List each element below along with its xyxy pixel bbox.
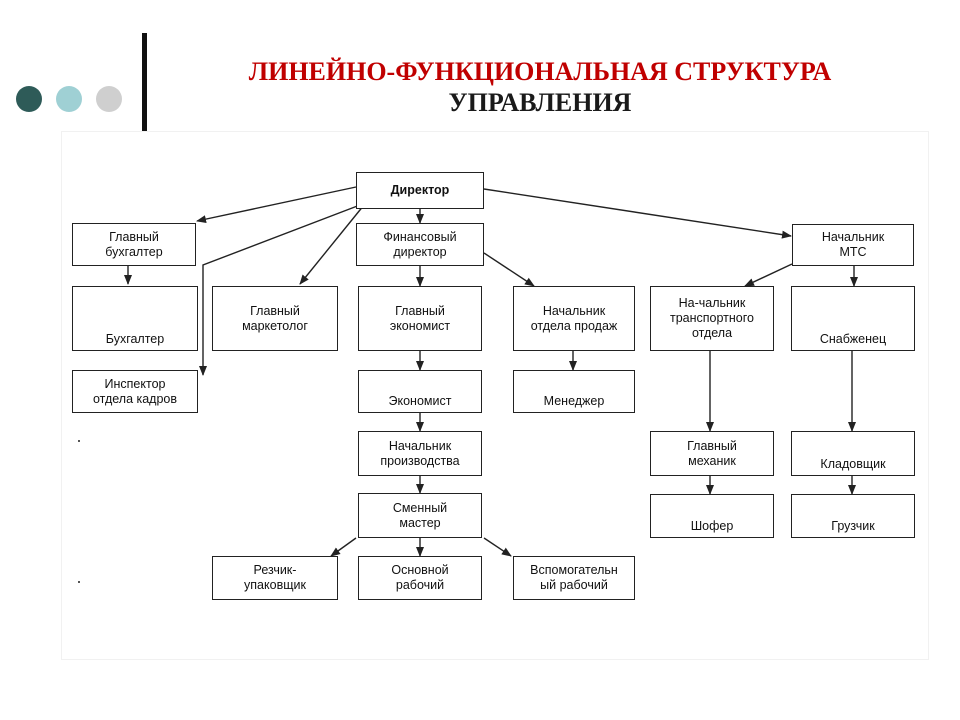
- box-supplier-line-1: Снабженец: [819, 332, 887, 346]
- box-head-production-line-2: производства: [380, 453, 460, 468]
- box-economist: Экономист: [358, 370, 482, 413]
- box-head-transport: На-чальник транспортного отдела: [650, 286, 774, 351]
- box-chief-mechanic-line-2: механик: [688, 453, 736, 468]
- box-aux-worker-line-2: ый рабочий: [540, 578, 608, 592]
- box-hr-inspector-line-1: Инспектор: [104, 376, 166, 391]
- arrow-master-cutter: [330, 537, 357, 557]
- arrow-director-marketer: [299, 204, 365, 285]
- box-shift-master-line-2: мастер: [399, 515, 441, 530]
- arrow-director-chief-accountant: [196, 186, 357, 224]
- box-supplier: Снабженец: [791, 286, 915, 351]
- title-divider: [142, 33, 147, 133]
- box-head-transport-line-1: На-чальник: [678, 296, 746, 310]
- box-main-worker-line-2: рабочий: [395, 578, 445, 592]
- box-cutter-packer-line-1: Резчик-: [253, 563, 297, 577]
- box-aux-worker-line-1: Вспомогательн: [530, 563, 618, 577]
- box-head-sales-line-1: Начальник: [542, 303, 606, 318]
- box-director: Директор: [356, 172, 484, 209]
- arrow-director-mts: [483, 188, 792, 239]
- box-head-sales: Начальник отдела продаж: [513, 286, 635, 351]
- arrow-finance-sales: [483, 252, 535, 287]
- box-economist-line-1: Экономист: [388, 394, 452, 408]
- box-cutter-packer-line-2: упаковщик: [244, 578, 306, 592]
- title-line-2: УПРАВЛЕНИЯ: [448, 88, 632, 117]
- box-driver: Шофер: [650, 494, 774, 538]
- arrow-director-hr: [199, 204, 361, 376]
- box-shift-master-line-1: Сменный: [392, 500, 448, 515]
- box-loader: Грузчик: [791, 494, 915, 538]
- box-chief-accountant: Главный бухгалтер: [72, 223, 196, 266]
- box-director-line-1: Директор: [390, 183, 450, 197]
- box-cutter-packer: Резчик- упаковщик: [212, 556, 338, 600]
- box-chief-accountant-line-1: Главный: [109, 229, 159, 244]
- box-finance-director-line-1: Финансовый: [383, 229, 457, 244]
- box-head-mts: Начальник МТС: [792, 224, 914, 266]
- box-storekeeper-line-1: Кладовщик: [820, 457, 886, 471]
- box-accountant: Бухгалтер: [72, 286, 198, 351]
- box-head-mts-line-1: Начальник: [821, 230, 885, 244]
- box-main-worker: Основной рабочий: [358, 556, 482, 600]
- dot-dark: [16, 86, 42, 112]
- arrow-master-aux-worker: [483, 537, 512, 557]
- box-finance-director-line-2: директор: [393, 244, 447, 259]
- box-head-sales-line-2: отдела продаж: [530, 318, 618, 333]
- arrow-mts-transport: [744, 263, 793, 287]
- box-chief-marketer-line-2: маркетолог: [242, 318, 308, 333]
- box-manager-line-1: Менеджер: [543, 394, 605, 408]
- box-storekeeper: Кладовщик: [791, 431, 915, 476]
- box-head-production-line-1: Начальник: [388, 438, 452, 453]
- box-hr-inspector-line-2: отдела кадров: [92, 391, 178, 406]
- box-hr-inspector: Инспектор отдела кадров: [72, 370, 198, 413]
- dot-grey: [96, 86, 122, 112]
- box-chief-economist: Главный экономист: [358, 286, 482, 351]
- box-accountant-line-1: Бухгалтер: [105, 332, 165, 346]
- box-chief-accountant-line-2: бухгалтер: [105, 244, 163, 259]
- box-head-transport-line-3: отдела: [691, 326, 733, 340]
- box-chief-marketer-line-1: Главный: [250, 303, 300, 318]
- box-chief-mechanic: Главный механик: [650, 431, 774, 476]
- box-head-production: Начальник производства: [358, 431, 482, 476]
- box-shift-master: Сменный мастер: [358, 493, 482, 538]
- title-line-1: ЛИНЕЙНО-ФУНКЦИОНАЛЬНАЯ СТРУКТУРА: [248, 57, 832, 86]
- box-manager: Менеджер: [513, 370, 635, 413]
- box-head-mts-line-2: МТС: [839, 245, 867, 259]
- scan-speck: [78, 440, 80, 442]
- slide-title: ЛИНЕЙНО-ФУНКЦИОНАЛЬНАЯ СТРУКТУРА УПРАВЛЕ…: [160, 56, 920, 118]
- box-chief-economist-line-2: экономист: [389, 318, 451, 333]
- box-chief-marketer: Главный маркетолог: [212, 286, 338, 351]
- box-driver-line-1: Шофер: [690, 519, 734, 533]
- box-chief-mechanic-line-1: Главный: [687, 438, 737, 453]
- scan-speck: [78, 581, 80, 583]
- box-main-worker-line-1: Основной: [391, 563, 449, 577]
- box-aux-worker: Вспомогательн ый рабочий: [513, 556, 635, 600]
- box-chief-economist-line-1: Главный: [395, 303, 445, 318]
- box-loader-line-1: Грузчик: [831, 519, 875, 533]
- box-finance-director: Финансовый директор: [356, 223, 484, 266]
- box-head-transport-line-2: транспортного: [670, 311, 754, 325]
- dot-teal: [56, 86, 82, 112]
